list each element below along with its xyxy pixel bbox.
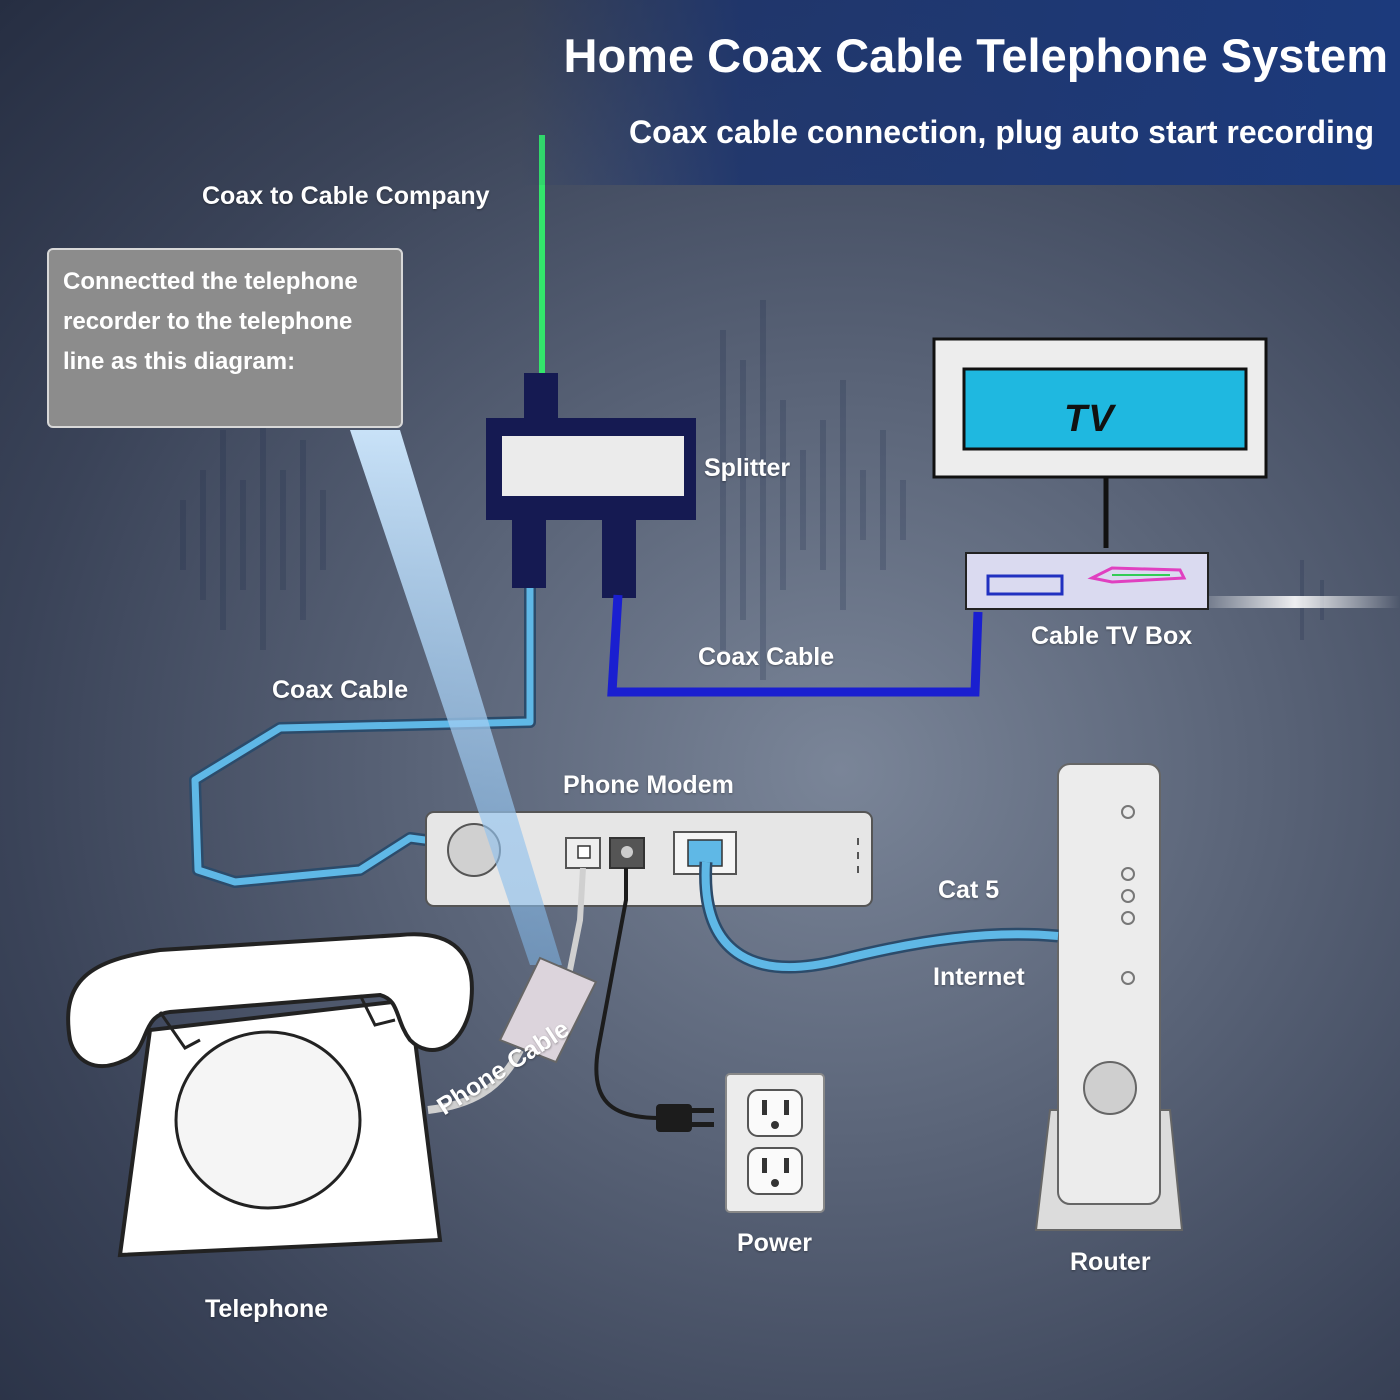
coax-cable-right [607,594,983,697]
router-icon [1034,763,1184,1231]
callout-line: Connectted the telephone [63,268,358,295]
recorder-icon [498,956,598,1064]
power-cord [594,868,661,1120]
light-flare [1190,596,1400,608]
phone-cable-lower [427,1048,524,1114]
cable-tv-box-label: Cable TV Box [1031,622,1193,650]
callout-pointer [350,430,562,965]
modem-icon [425,811,873,907]
plug-icon [656,1104,714,1132]
callout-line: line as this diagram: [63,348,296,375]
phone-modem-label: Phone Modem [563,771,734,799]
cat5-label: Cat 5 [938,876,1000,904]
callout-line: recorder to the telephone [63,308,353,335]
callout-box: Connectted the telephone recorder to the… [47,248,403,428]
coax-cable-left [191,588,534,886]
router-label: Router [1070,1248,1151,1276]
page-subtitle: Coax cable connection, plug auto start r… [629,114,1374,150]
tv-label: TV [1064,398,1115,440]
telephone-label: Telephone [205,1295,329,1323]
splitter-icon [486,373,696,598]
splitter-label: Splitter [704,454,791,482]
cable-box-icon [965,552,1209,610]
power-label: Power [737,1229,813,1257]
coax-cable-right-label: Coax Cable [698,643,835,671]
outlet-icon [725,1073,825,1213]
phone-cable-upper [563,867,586,991]
coax-to-company-label: Coax to Cable Company [202,182,490,210]
tv-icon [932,337,1268,548]
title-banner: Home Coax Cable Telephone System Coax ca… [520,0,1400,185]
telephone-icon [66,932,474,1258]
internet-label: Internet [933,963,1025,991]
coax-cable-left-label: Coax Cable [272,676,409,704]
cat5-cable [701,861,1059,971]
page-title: Home Coax Cable Telephone System [563,29,1388,82]
soundwave-background [180,300,1324,680]
